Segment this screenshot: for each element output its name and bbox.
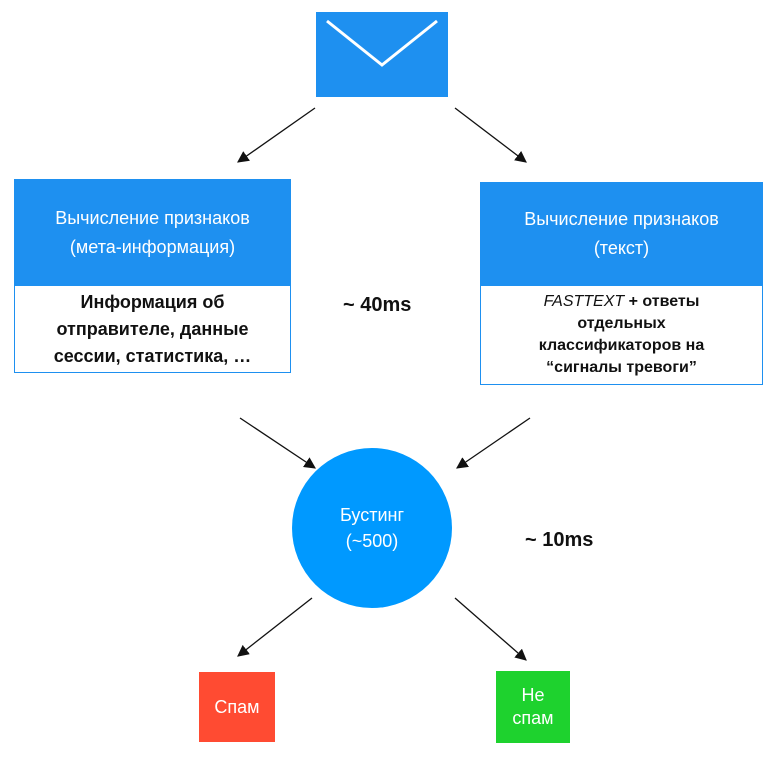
not-spam-output: Не спам	[496, 671, 570, 743]
meta-features-title-line2: (мета-информация)	[69, 236, 236, 257]
arrow-text-to-boosting	[456, 417, 531, 469]
meta-features-line2: отправителе, данные	[56, 318, 249, 339]
arrow-boosting-to-spam	[237, 597, 313, 657]
meta-features-description: Информация об отправителе, данные сессии…	[14, 286, 291, 373]
meta-features-title-line1: Вычисление признаков	[55, 207, 250, 228]
meta-features-line3: сессии, статистика, …	[53, 345, 252, 366]
boosting-count: (~500)	[345, 531, 399, 551]
text-features-line4: “сигналы тревоги”	[546, 359, 697, 376]
text-features-line1-rest: + ответы	[624, 293, 700, 310]
spam-output: Спам	[199, 672, 275, 742]
text-features-title: Вычисление признаков (текст)	[480, 182, 763, 286]
not-spam-label-line1: Не	[521, 685, 545, 705]
arrow-envelope-to-meta	[237, 107, 316, 163]
spam-label: Спам	[214, 696, 260, 717]
text-features-line1: FASTTEXT + ответы	[544, 291, 700, 313]
meta-features-title: Вычисление признаков (мета-информация)	[14, 179, 291, 286]
text-features-title-line2: (текст)	[593, 238, 650, 258]
meta-features-line1: Информация об	[80, 291, 225, 312]
text-features-line2: отдельных	[577, 315, 666, 332]
text-features-line3: классификаторов на	[538, 337, 705, 354]
timing-boosting: ~ 10ms	[525, 529, 594, 551]
arrow-envelope-to-text	[454, 107, 527, 163]
boosting-label: Бустинг	[339, 505, 405, 525]
arrow-meta-to-boosting	[239, 417, 316, 469]
timing-features: ~ 40ms	[343, 294, 412, 316]
not-spam-label-line2: спам	[512, 708, 554, 728]
text-features-description: FASTTEXT + ответы отдельных классификато…	[480, 286, 763, 385]
text-features-title-line1: Вычисление признаков	[524, 209, 719, 229]
boosting-node: Бустинг (~500)	[292, 448, 452, 608]
arrow-boosting-to-notspam	[454, 597, 527, 661]
envelope-icon	[316, 12, 448, 97]
fasttext-label: FASTTEXT	[543, 293, 625, 310]
